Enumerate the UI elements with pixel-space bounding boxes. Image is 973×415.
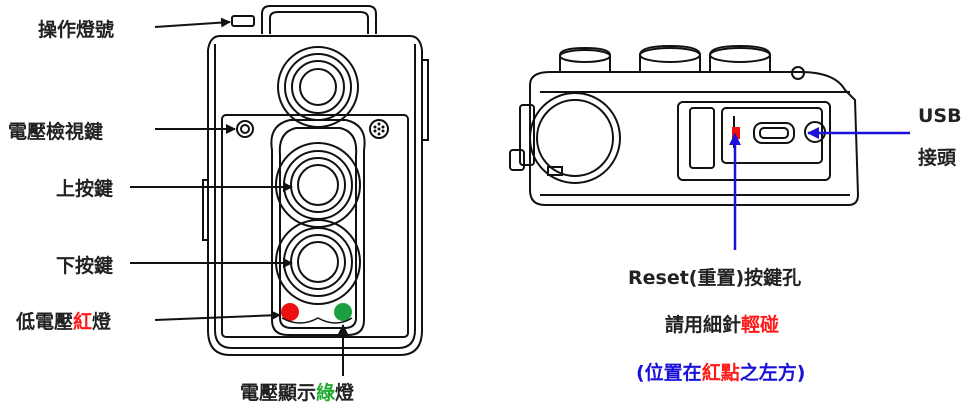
label-voltage-display-prefix: 電壓顯示	[240, 382, 317, 404]
front-device	[202, 5, 429, 356]
label-low-voltage-red: 紅	[73, 311, 93, 333]
label-needle-hint: 請用細針輕碰	[665, 310, 779, 337]
arrow-low-voltage	[154, 310, 281, 321]
label-reset-hole: Reset(重置)按鍵孔	[628, 267, 802, 289]
label-voltage-display-light: 電壓顯示綠燈	[240, 378, 354, 405]
side-device	[509, 44, 860, 206]
label-voltage-display-suffix: 燈	[335, 382, 355, 404]
label-voltage-check-key: 電壓檢視鍵	[8, 121, 104, 143]
side-arrows	[729, 127, 910, 250]
label-position-close: 之左方)	[739, 362, 806, 384]
label-position-open: (位置在	[636, 362, 702, 384]
label-low-voltage-light: 低電壓紅燈	[16, 307, 111, 334]
green-led	[334, 303, 352, 321]
label-voltage-display-green: 綠	[316, 382, 336, 404]
label-needle-red: 輕碰	[741, 314, 780, 336]
label-needle-prefix: 請用細針	[665, 314, 742, 336]
red-led	[281, 303, 299, 321]
label-down-key: 下按鍵	[56, 255, 114, 277]
label-position-red: 紅點	[701, 362, 740, 384]
label-low-voltage-suffix: 燈	[92, 311, 112, 333]
label-position-hint: (位置在紅點之左方)	[636, 358, 805, 385]
front-arrows	[130, 17, 348, 376]
label-up-key: 上按鍵	[56, 178, 114, 200]
arrow-op-light	[154, 17, 231, 28]
label-op-light: 操作燈號	[38, 19, 115, 41]
speaker-holes	[373, 122, 385, 136]
label-low-voltage-prefix: 低電壓	[16, 311, 74, 333]
label-usb-connector: 接頭	[918, 147, 957, 169]
label-usb: USB	[918, 105, 962, 127]
